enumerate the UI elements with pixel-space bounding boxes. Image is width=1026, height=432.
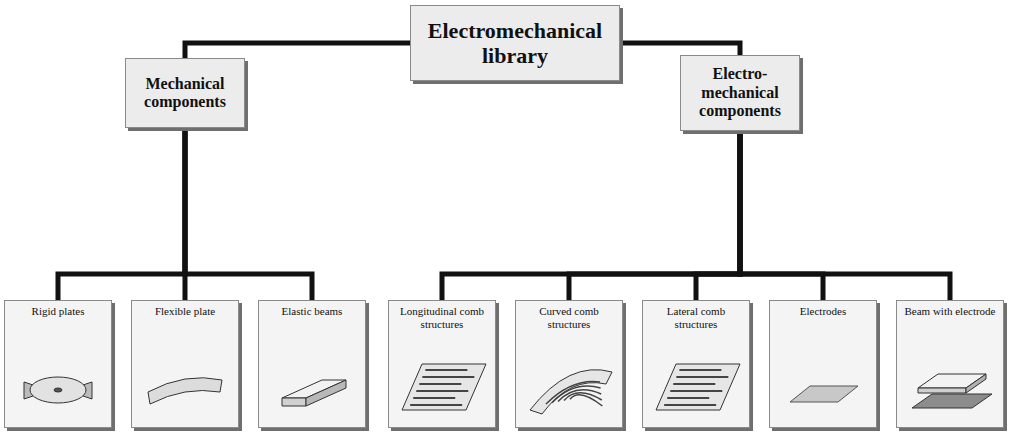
tree-connector bbox=[185, 128, 312, 300]
tree-connector bbox=[442, 131, 740, 300]
icon-stroke bbox=[570, 395, 602, 406]
elastic-beam-icon bbox=[282, 380, 346, 406]
icon-stroke bbox=[30, 377, 86, 403]
icon-stroke bbox=[416, 390, 468, 392]
box-title: Electro- mechanical components bbox=[689, 65, 791, 120]
category-box: Electro- mechanical components bbox=[680, 55, 800, 131]
icon-stroke bbox=[656, 364, 740, 410]
lateral-comb-icon bbox=[656, 364, 740, 410]
component-label: Elastic beams bbox=[282, 305, 343, 318]
icon-stroke bbox=[413, 397, 455, 399]
icon-stroke bbox=[54, 388, 62, 392]
icon-stroke bbox=[676, 376, 728, 378]
root-box: Electromechanical library bbox=[410, 5, 620, 81]
icon-stroke bbox=[670, 390, 722, 392]
tree-connector bbox=[185, 43, 410, 58]
icon-stroke bbox=[148, 378, 222, 404]
component-label: Electrodes bbox=[800, 305, 846, 318]
icon-stroke bbox=[425, 369, 467, 371]
component-box: Flexible plate bbox=[131, 300, 239, 428]
component-box: Rigid plates bbox=[4, 300, 112, 428]
category-box: Mechanical components bbox=[125, 58, 245, 128]
icon-stroke bbox=[912, 394, 992, 408]
icon-stroke bbox=[402, 364, 486, 410]
tree-connector bbox=[569, 131, 740, 300]
component-label: Flexible plate bbox=[155, 305, 215, 318]
box-title: Mechanical components bbox=[134, 75, 236, 112]
component-label: Beam with electrode bbox=[904, 305, 995, 318]
component-label: Rigid plates bbox=[32, 305, 85, 318]
tree-connector bbox=[620, 43, 740, 55]
box-title: Electromechanical library bbox=[419, 18, 611, 69]
icon-stroke bbox=[530, 370, 612, 414]
curved-comb-icon bbox=[530, 370, 612, 414]
tree-connector bbox=[58, 128, 185, 300]
component-label: Longitudinal comb structures bbox=[393, 305, 491, 330]
icon-stroke bbox=[679, 369, 721, 371]
longitudinal-comb-icon bbox=[402, 364, 486, 410]
beam-with-electrode-icon bbox=[912, 374, 992, 408]
icon-stroke bbox=[546, 381, 600, 404]
component-box: Elastic beams bbox=[258, 300, 366, 428]
icon-stroke bbox=[918, 388, 966, 393]
flexible-plate-icon bbox=[148, 378, 222, 404]
component-label: Lateral comb structures bbox=[647, 305, 745, 330]
icon-stroke bbox=[564, 393, 602, 401]
icon-stroke bbox=[282, 398, 306, 406]
component-label: Curved comb structures bbox=[520, 305, 618, 330]
tree-connector bbox=[696, 131, 740, 300]
tree-connector bbox=[740, 131, 950, 300]
icon-stroke bbox=[667, 397, 709, 399]
rigid-plate-icon bbox=[24, 377, 92, 403]
icon-stroke bbox=[306, 380, 346, 406]
component-box: Electrodes bbox=[769, 300, 877, 428]
icon-stroke bbox=[790, 386, 858, 402]
icon-stroke bbox=[664, 404, 716, 406]
electrode-icon bbox=[790, 386, 858, 402]
icon-stroke bbox=[419, 383, 461, 385]
icon-stroke bbox=[966, 374, 986, 393]
icon-stroke bbox=[410, 404, 462, 406]
component-box: Beam with electrode bbox=[896, 300, 1004, 428]
icon-stroke bbox=[422, 376, 474, 378]
icon-stroke bbox=[673, 383, 715, 385]
